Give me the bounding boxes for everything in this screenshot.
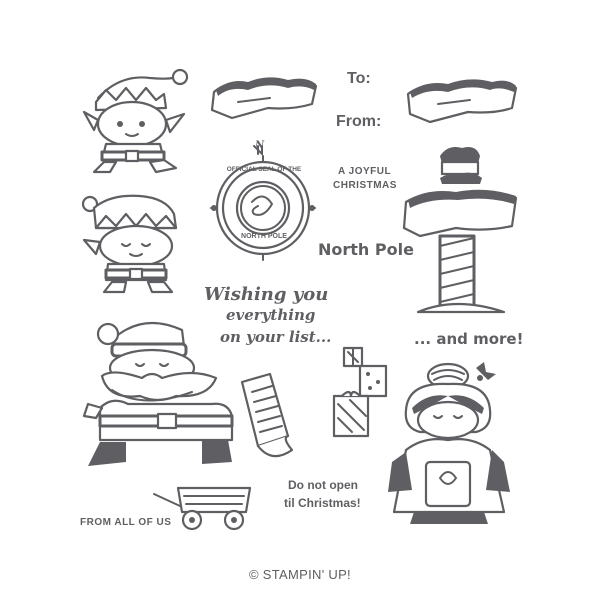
elf-illustration-top <box>82 68 189 174</box>
santa-illustration <box>82 321 294 466</box>
copyright-footer: © STAMPIN' UP! <box>249 567 351 582</box>
signpost-illustration <box>402 147 518 314</box>
north-pole-text: North Pole <box>318 240 414 259</box>
seal-north-letter: N <box>255 140 265 151</box>
mrs-claus-illustration <box>388 362 510 524</box>
from-label: From: <box>336 113 382 130</box>
from-all-of-us-text: FROM ALL OF US <box>80 517 172 528</box>
gift-boxes-illustration <box>332 346 388 438</box>
joyful-line-1: A JOYFUL <box>338 166 392 177</box>
sign-board-stamp-right <box>406 79 518 124</box>
seal-bottom-text: NORTH POLE <box>241 233 287 240</box>
wagon-illustration <box>153 486 252 531</box>
joyful-line-2: CHRISTMAS <box>333 180 397 191</box>
wishing-line-1: Wishing you <box>204 284 329 305</box>
north-pole-seal-stamp <box>210 145 316 261</box>
to-label: To: <box>347 70 371 87</box>
do-not-open-line-2: til Christmas! <box>284 496 361 510</box>
seal-top-text: OFFICIAL SEAL OF THE <box>226 166 302 173</box>
wishing-line-3: on your list... <box>220 328 332 346</box>
sign-board-stamp-left <box>210 77 318 120</box>
wishing-line-2: everything <box>226 306 316 324</box>
elf-illustration-bottom <box>81 194 178 294</box>
and-more-text: ... and more! <box>414 330 524 348</box>
do-not-open-line-1: Do not open <box>288 478 358 492</box>
